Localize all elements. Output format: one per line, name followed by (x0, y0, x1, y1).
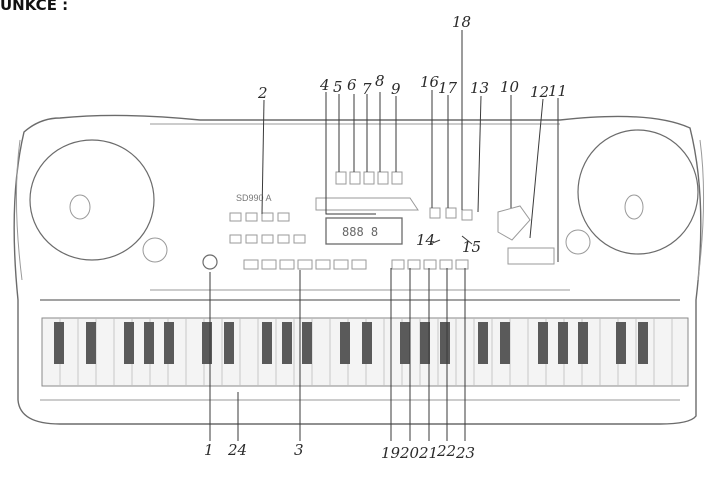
callout-11: 11 (548, 82, 567, 100)
callout-10: 10 (500, 78, 520, 96)
callout-13: 13 (470, 79, 489, 97)
callout-12: 12 (530, 83, 549, 101)
right-control-cluster (429, 205, 555, 265)
callout-17: 17 (438, 79, 458, 97)
page-title: UNKCE : (0, 0, 69, 14)
lcd-display-text: 888 8 (342, 225, 378, 239)
callout-9: 9 (391, 80, 401, 98)
callout-7: 7 (362, 80, 372, 98)
leader-lines (209, 30, 559, 441)
callout-18: 18 (452, 13, 471, 31)
callout-3: 3 (294, 441, 304, 459)
model-label: SD990 A (236, 193, 272, 203)
callout-15: 15 (462, 238, 481, 256)
callout-1: 1 (204, 441, 214, 459)
callout-19: 19 (381, 444, 401, 462)
callout-4: 4 (319, 76, 330, 94)
left-speaker (15, 139, 168, 281)
callout-14: 14 (416, 231, 435, 249)
top-button-row (335, 171, 403, 185)
right-speaker (565, 129, 705, 281)
callout-2: 2 (257, 84, 268, 102)
callout-labels: 1 2 3 4 5 6 7 8 9 10 11 12 13 14 15 16 1… (204, 13, 567, 462)
left-button-grid (229, 212, 306, 244)
callout-22: 22 (436, 442, 456, 460)
callout-23: 23 (455, 444, 475, 462)
callout-5: 5 (333, 78, 343, 96)
lcd-display (325, 217, 403, 245)
callout-24: 24 (227, 441, 247, 459)
callout-20: 20 (399, 444, 420, 462)
power-knob (202, 254, 218, 270)
callout-16: 16 (420, 73, 440, 91)
callout-8: 8 (375, 72, 385, 90)
callout-21: 21 (418, 444, 438, 462)
black-keys (54, 322, 648, 364)
callout-6: 6 (347, 76, 357, 94)
lower-button-row (243, 259, 469, 270)
